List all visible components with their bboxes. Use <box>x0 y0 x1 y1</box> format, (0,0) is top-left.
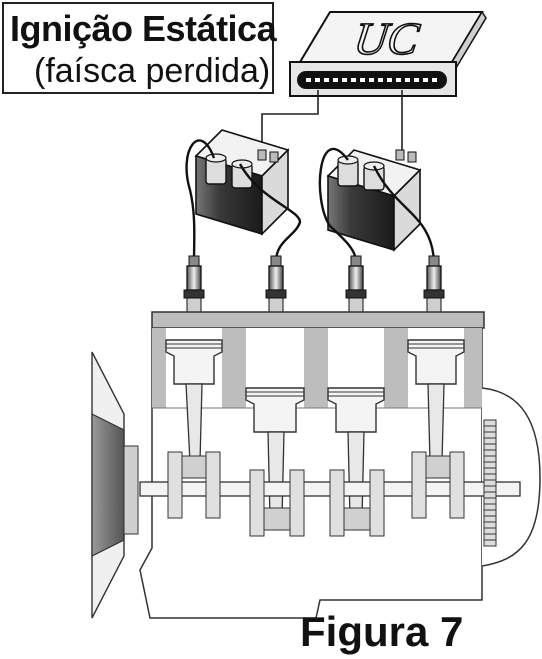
spark-plug-wires <box>185 139 436 263</box>
ecu-label: UC <box>351 13 423 64</box>
title-heading: Ignição Estática <box>10 8 277 49</box>
control-wires <box>261 90 403 150</box>
figure-caption: Figura 7 <box>300 608 464 655</box>
crankshaft-icon <box>139 451 521 537</box>
flywheel-icon <box>483 419 497 547</box>
pulley-icon <box>91 351 139 619</box>
title-box: Ignição Estática (faísca perdida) <box>2 2 277 94</box>
piston-icon <box>165 339 465 519</box>
ecu-module-icon <box>289 10 487 97</box>
title-subheading: (faísca perdida) <box>34 52 271 90</box>
ignition-coil-icon <box>194 129 422 252</box>
